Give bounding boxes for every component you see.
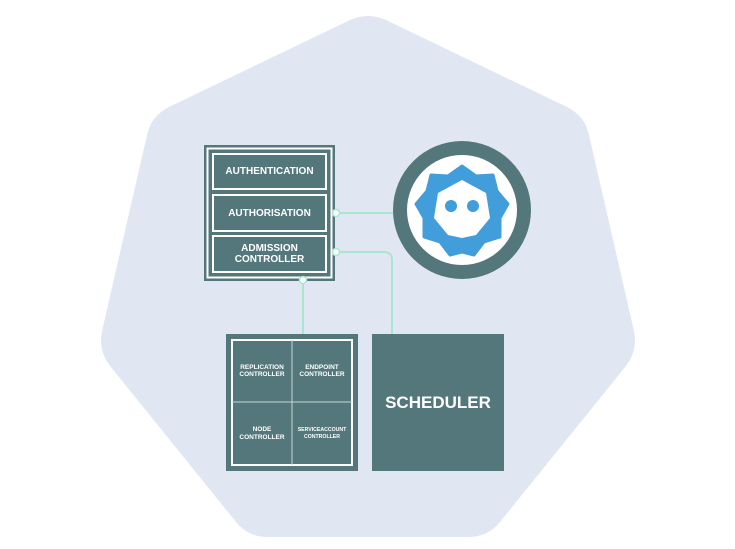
connector-dots xyxy=(298,208,341,285)
kubernetes-heptagon-background xyxy=(101,16,635,537)
connector-admission-to-scheduler xyxy=(336,251,393,334)
admission-controller-box xyxy=(212,235,327,273)
scheduler-label: SCHEDULER xyxy=(385,392,491,412)
connector-dot xyxy=(298,275,308,285)
authorisation-label: AUTHORISATION xyxy=(228,207,311,219)
connector-dot xyxy=(331,208,341,218)
scheduler-box xyxy=(372,334,504,471)
connector-dot xyxy=(331,247,341,257)
node-controller-label: NODE CONTROLLER xyxy=(239,426,285,441)
controller-manager-block xyxy=(226,334,358,471)
etcd-node xyxy=(393,141,531,279)
authorisation-box xyxy=(212,194,327,232)
authentication-box xyxy=(212,153,327,190)
authentication-label: AUTHENTICATION xyxy=(225,166,314,177)
connectors xyxy=(302,212,395,334)
serviceaccount-controller-label: SERVICEACCOUNT CONTROLLER xyxy=(297,427,347,440)
admission-controller-label: ADMISSION CONTROLLER xyxy=(234,243,305,265)
endpoint-controller-label: ENDPOINT CONTROLLER xyxy=(299,363,345,379)
replication-controller-label: REPLICATION CONTROLLER xyxy=(239,363,285,379)
api-server-block xyxy=(204,145,335,281)
etcd-logo-icon xyxy=(414,164,510,257)
